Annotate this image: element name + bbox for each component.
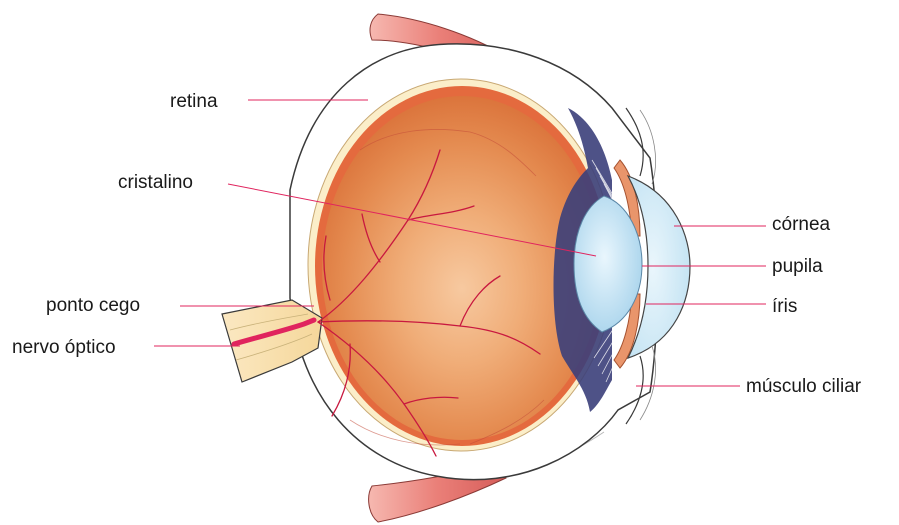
label-cornea: córnea	[772, 214, 831, 235]
label-retina: retina	[170, 91, 218, 112]
label-cristalino: cristalino	[118, 172, 193, 193]
label-iris: íris	[772, 296, 797, 317]
label-musculo-ciliar: músculo ciliar	[746, 376, 862, 397]
label-nervo-optico: nervo óptico	[12, 337, 116, 358]
label-ponto-cego: ponto cego	[46, 295, 140, 316]
label-pupila: pupila	[772, 256, 823, 277]
